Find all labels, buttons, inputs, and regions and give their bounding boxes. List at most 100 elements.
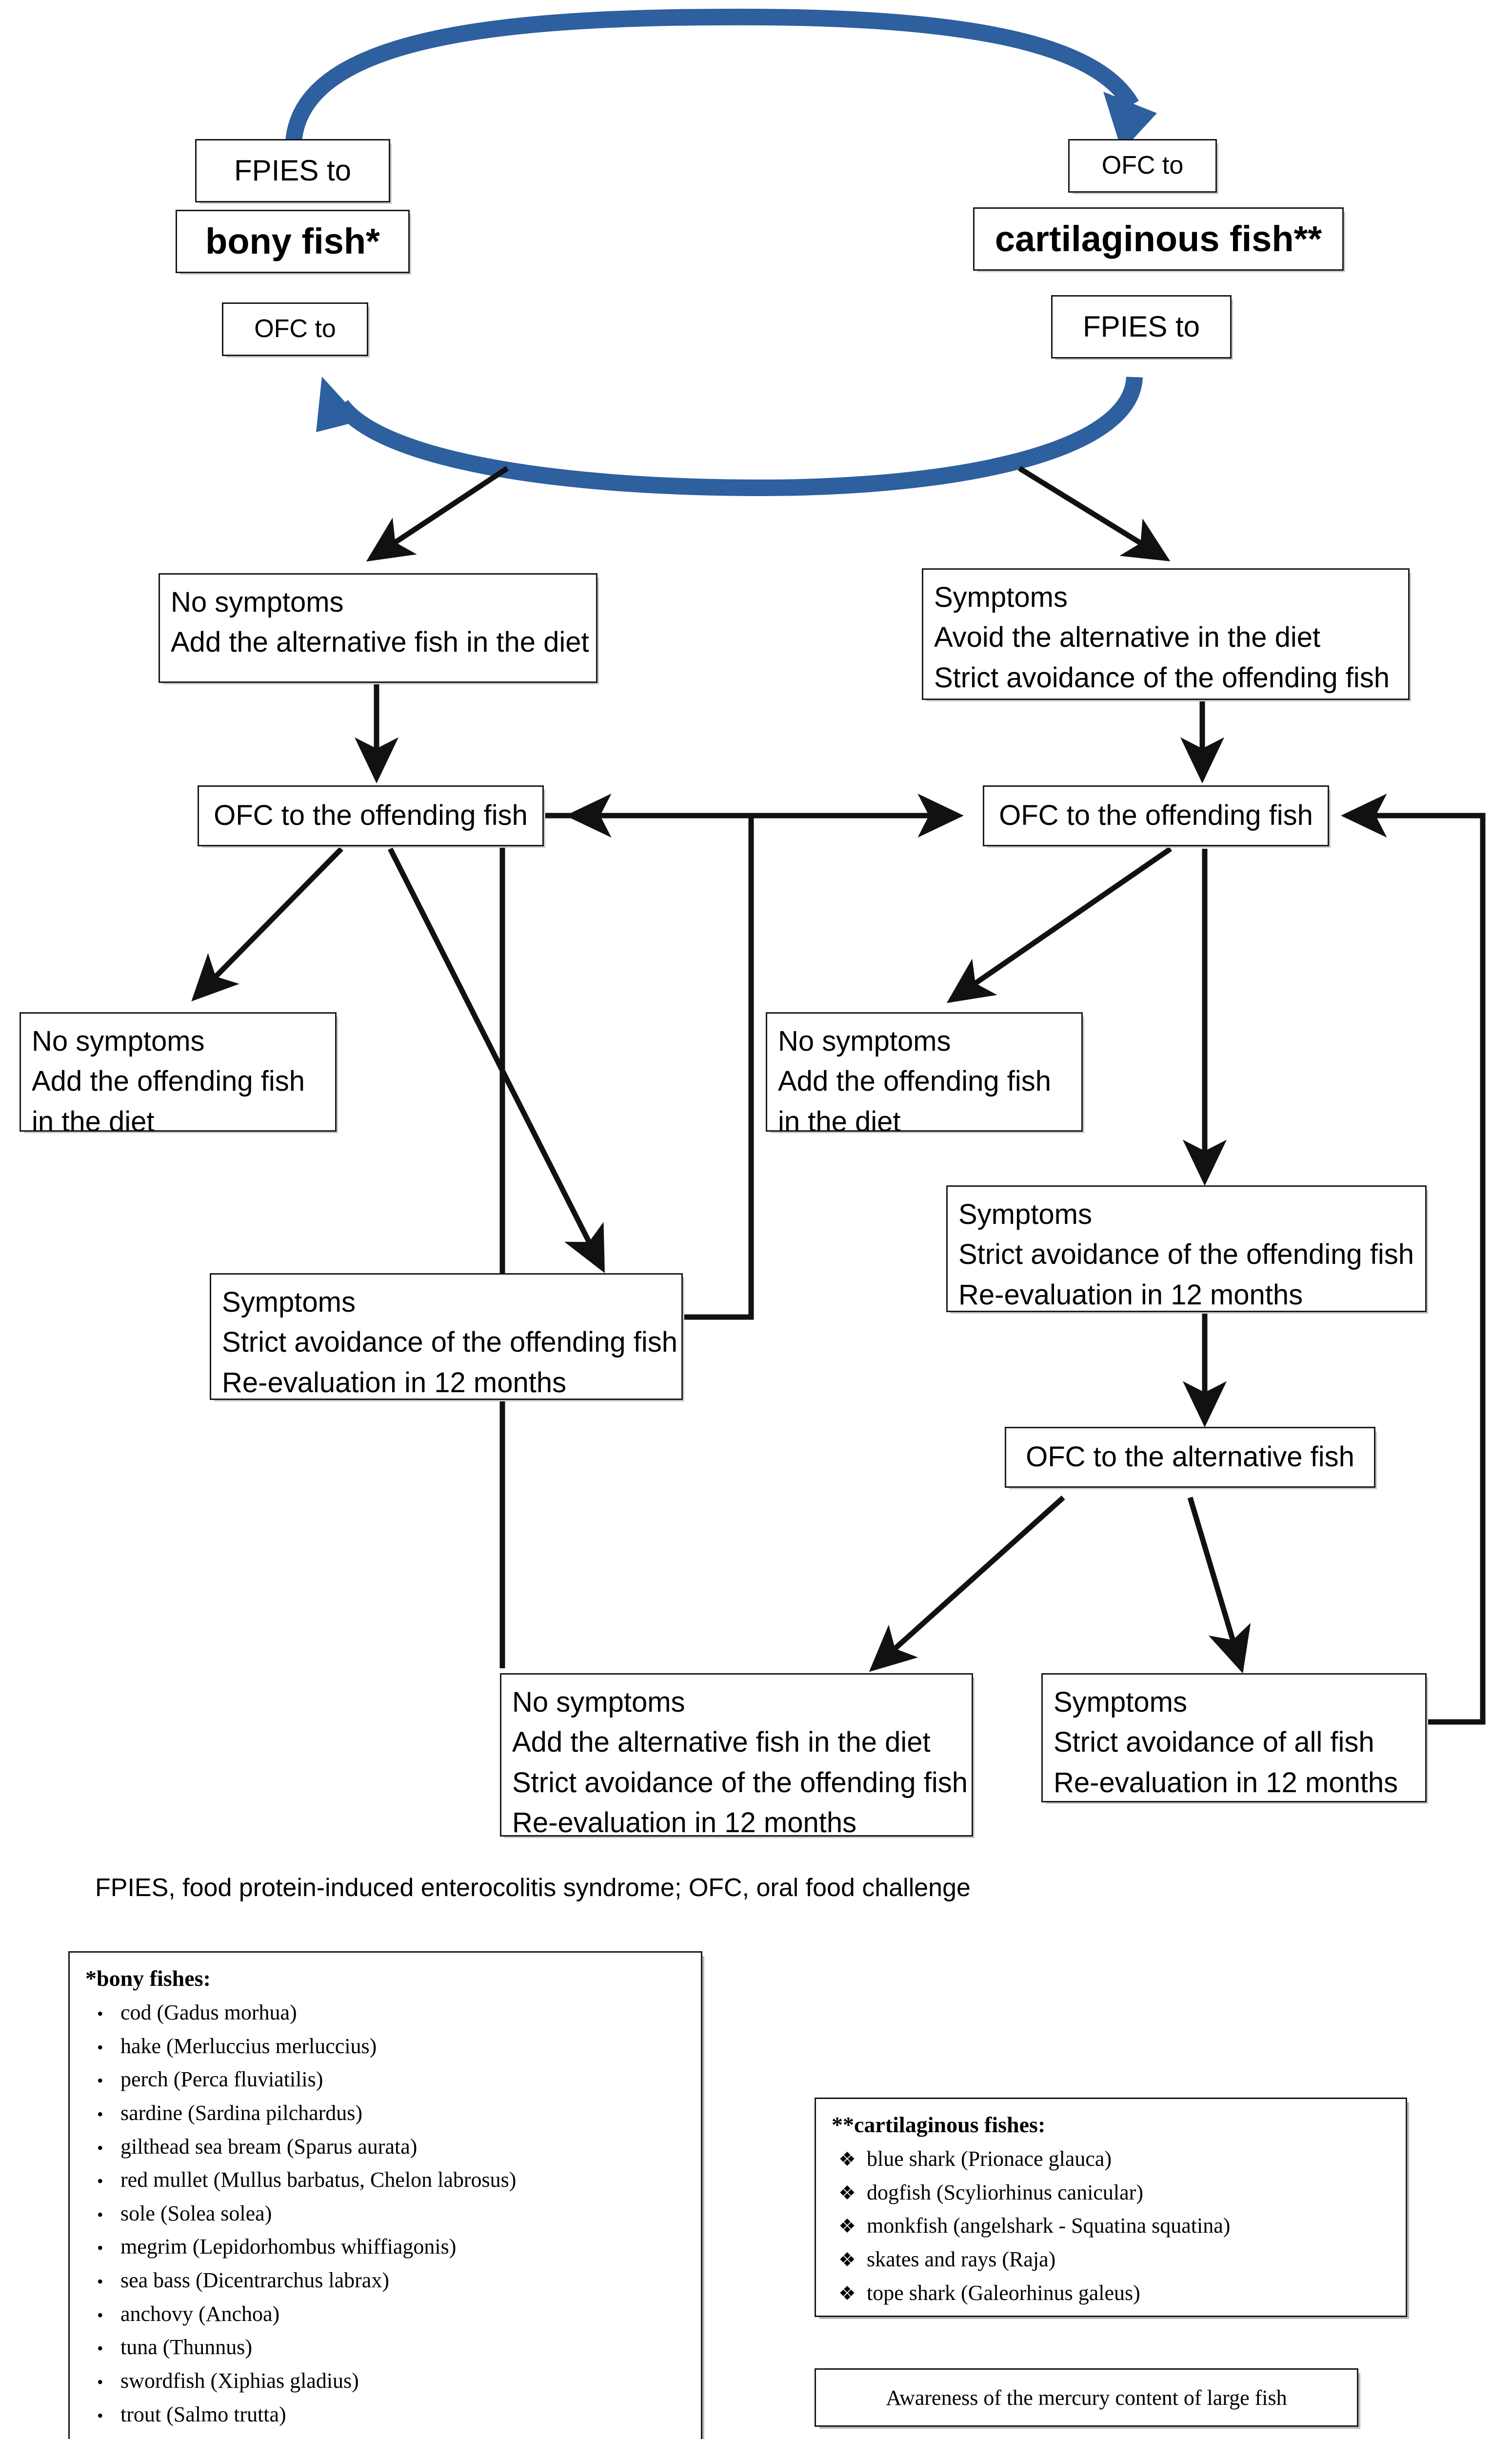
bullet-icon: • [97,2405,103,2425]
cartilaginous-fishes-header: **cartilaginous fishes: [832,2112,1046,2137]
bullet-icon: • [97,2004,103,2023]
bony-fish-1: hake (Merluccius merluccius) [120,2034,377,2058]
bullet-icon: • [97,2238,103,2258]
left-add-offending-line2: Add the offending fish [32,1065,305,1098]
list-item: ❖ skates and rays (Raja) [831,2243,1391,2277]
bony-fishes-header: *bony fishes: [85,1966,211,1991]
left-add-offending-line3: in the diet [32,1105,155,1138]
list-item: •perch (Perca fluviatilis) [84,2063,686,2097]
bottom-symptoms-all-line2: Strict avoidance of all fish [1054,1726,1374,1759]
left-strict-line2: Strict avoidance of the offending fish [222,1326,677,1359]
bullet-icon: • [97,2171,103,2191]
cartilaginous-fish-4: tope shark (Galeorhinus galeus) [867,2280,1140,2305]
bullet-icon: • [97,2305,103,2325]
node-right-no-symptoms-add-offending: No symptoms Add the offending fish in th… [766,1012,1083,1138]
cartilaginous-fishes-box: **cartilaginous fishes: ❖ blue shark (Pri… [815,2098,1407,2317]
bullet-icon: • [97,2372,103,2392]
node-bottom-no-symptoms: No symptoms Add the alternative fish in … [500,1673,973,1839]
node-fpies-to-right: FPIES to [1051,295,1232,359]
list-item: • megrim (Lepidorhombus whiffiagonis) [84,2230,686,2264]
right-add-offending-line1: No symptoms [778,1025,951,1057]
diamond-bullet-icon: ❖ [838,2282,856,2304]
bony-fish-4: gilthead sea bream (Sparus aurata) [120,2134,418,2159]
list-item: • cod (Gadus morhua) [84,1996,686,2030]
cartilaginous-fishes-list: ❖blue shark (Prionace glauca) ❖dogfish (… [831,2142,1391,2310]
node-fpies-to-left: FPIES to [195,139,390,202]
diamond-bullet-icon: ❖ [838,2215,856,2238]
node-left-no-symptoms-add-offending: No symptoms Add the offending fish in th… [20,1012,337,1138]
list-item: • sardine (Sardina pilchardus) [84,2097,686,2130]
cartilaginous-fish-0: blue shark (Prionace glauca) [867,2147,1112,2171]
right-strict-line3: Re-evaluation in 12 months [958,1279,1303,1311]
left-add-offending-line1: No symptoms [32,1025,205,1057]
left-strict-line1: Symptoms [222,1286,356,1318]
left-no-symptoms-line1: No symptoms [171,586,344,618]
blue-arrow-bony-to-cartilaginous [285,8,1157,151]
node-fpies-to-left-label: FPIES to [234,154,352,187]
node-ofc-to-right-label: OFC to [1101,151,1184,180]
list-item: ❖ tope shark (Galeorhinus galeus) [831,2277,1391,2310]
blue-arrow-cartilaginous-to-bony [316,376,1143,497]
left-strict-line3: Re-evaluation in 12 months [222,1366,567,1399]
list-item: • anchovy (Anchoa) [84,2298,686,2331]
right-symptoms-line1: Symptoms [934,581,1068,613]
node-left-no-symptoms: No symptoms Add the alternative fish in … [159,573,597,683]
list-item: •sole (Solea solea) [84,2197,686,2231]
left-no-symptoms-line2: Add the alternative fish in the diet [171,626,589,659]
right-symptoms-line2: Avoid the alternative in the diet [934,621,1321,654]
node-ofc-offending-right: OFC to the offending fish [983,785,1329,846]
diamond-bullet-icon: ❖ [838,2148,856,2170]
diamond-bullet-icon: ❖ [838,2248,856,2271]
bony-fish-5: red mullet (Mullus barbatus, Chelon labr… [120,2168,517,2192]
bony-fish-0: cod (Gadus morhua) [120,2000,297,2024]
node-fpies-to-right-label: FPIES to [1082,310,1200,343]
node-ofc-to-right: OFC to [1068,139,1217,193]
bony-fish-10: tuna (Thunnus) [120,2335,253,2359]
list-item: ❖dogfish (Scyliorhinus canicular) [831,2176,1391,2210]
bullet-icon: • [97,2339,103,2359]
bony-fish-7: megrim (Lepidorhombus whiffiagonis) [120,2235,457,2259]
bony-fish-8: sea bass (Dicentrarchus labrax) [120,2268,389,2292]
bony-fishes-box: *bony fishes: • cod (Gadus morhua) • hake … [68,1951,702,2439]
node-left-symptoms-strict: Symptoms Strict avoidance of the offendi… [210,1273,683,1400]
bottom-no-symptoms-line1: No symptoms [512,1686,685,1718]
bullet-icon: • [97,2104,103,2124]
right-symptoms-line3: Strict avoidance of the offending fish [934,661,1390,694]
node-cartilaginous-fish-label: cartilaginous fish** [995,219,1322,260]
cartilaginous-fish-1: dogfish (Scyliorhinus canicular) [867,2180,1143,2204]
node-bony-fish: bony fish* [176,210,410,273]
bony-fish-12: trout (Salmo trutta) [120,2402,286,2426]
bullet-icon: • [97,2037,103,2057]
list-item: • trout (Salmo trutta) [84,2398,686,2432]
bony-fish-9: anchovy (Anchoa) [120,2301,280,2326]
list-item: • hake (Merluccius merluccius) [84,2030,686,2063]
bottom-no-symptoms-line2: Add the alternative fish in the diet [512,1726,931,1759]
list-item: • red mullet (Mullus barbatus, Chelon lab… [84,2163,686,2197]
bony-fish-11: swordfish (Xiphias gladius) [120,2368,359,2393]
bullet-icon: • [97,2071,103,2091]
list-item: ❖monkfish (angelshark - Squatina squatin… [831,2209,1391,2243]
node-right-symptoms-avoid: Symptoms Avoid the alternative in the di… [922,568,1410,700]
node-ofc-to-left-label: OFC to [254,315,336,343]
node-ofc-alternative: OFC to the alternative fish [1005,1427,1375,1488]
mercury-awareness-note: Awareness of the mercury content of larg… [815,2368,1358,2427]
bottom-symptoms-all-line3: Re-evaluation in 12 months [1054,1766,1398,1799]
node-ofc-offending-left: OFC to the offending fish [198,785,544,846]
list-item: •gilthead sea bream (Sparus aurata) [84,2130,686,2164]
right-add-offending-line2: Add the offending fish [778,1065,1052,1098]
list-item: • sea bass (Dicentrarchus labrax) [84,2264,686,2298]
list-item: ❖ blue shark (Prionace glauca) [831,2142,1391,2176]
node-ofc-to-left: OFC to [222,302,368,356]
node-bony-fish-label: bony fish* [205,221,380,262]
bony-fish-3: sardine (Sardina pilchardus) [120,2100,363,2125]
right-add-offending-line3: in the diet [778,1105,901,1138]
bullet-icon: • [97,2272,103,2291]
right-strict-line2: Strict avoidance of the offending fish [958,1239,1414,1271]
bony-fishes-list: • cod (Gadus morhua) • hake (Merluccius me… [84,1996,686,2431]
node-right-symptoms-strict: Symptoms Strict avoidance of the offendi… [946,1185,1427,1312]
ofc-offending-left-label: OFC to the offending fish [214,800,528,832]
cartilaginous-fish-3: skates and rays (Raja) [867,2247,1056,2271]
node-bottom-symptoms-all-fish: Symptoms Strict avoidance of all fish Re… [1041,1673,1427,1802]
list-item: • tuna (Thunnus) [84,2331,686,2364]
